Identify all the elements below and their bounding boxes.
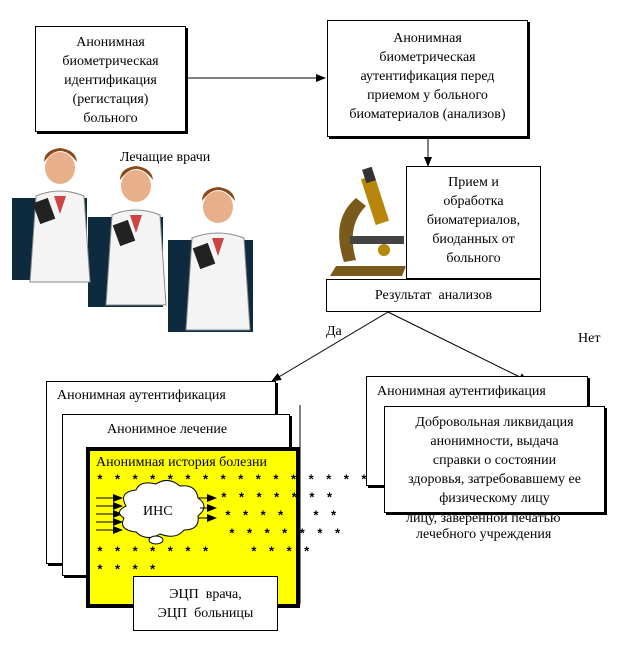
stars-row: * * * * * * * <box>220 491 335 506</box>
authentication-line: биометрическая <box>379 50 476 65</box>
treatment-title: Анонимное лечение <box>107 422 228 437</box>
yes-auth-title: Анонимная аутентификация <box>57 388 226 403</box>
liquidation-box: Добровольная ликвидация анонимности, выд… <box>384 406 605 513</box>
identification-line: (регистация) <box>72 92 149 107</box>
identification-line: Анонимная <box>76 35 145 50</box>
arrow-results-to-yes <box>271 311 389 382</box>
liquidation-line: Добровольная ликвидация <box>415 415 574 430</box>
signature-line: ЭЦП больницы <box>157 606 254 621</box>
doctor-figure <box>29 148 91 283</box>
branch-no-label: Нет <box>578 331 601 346</box>
doctor-figure <box>185 187 251 331</box>
doctors-label: Лечащие врачи <box>120 150 211 165</box>
liquidation-line: справки о состоянии <box>432 453 557 468</box>
processing-line: обработка <box>443 194 504 209</box>
authentication-line: приемом у больного <box>367 88 488 103</box>
microscope-arm <box>339 198 366 262</box>
ins-label: ИНС <box>143 504 173 519</box>
input-arrows <box>96 494 123 534</box>
processing-box: Прием и обработка биоматериалов, биоданн… <box>406 166 541 279</box>
liquidation-overflow-line: лечебного учреждения <box>416 527 552 542</box>
stars-row: * * * * * * * <box>228 527 343 542</box>
liquidation-overflow-line: лицу, заверенной печатью <box>406 511 561 526</box>
liquidation-line: физическому лицу <box>439 491 550 506</box>
microscope-eyepiece <box>362 166 376 184</box>
microscope-tube <box>360 175 390 225</box>
identification-line: больного <box>83 111 138 126</box>
history-title: Анонимная история болезни <box>96 455 267 470</box>
microscope-stage <box>350 236 404 244</box>
ins-cloud <box>119 480 205 538</box>
processing-line: биоданных от <box>432 232 515 247</box>
liquidation-line: здоровья, затребовавшему ее <box>408 472 581 487</box>
processing-line: биоматериалов, <box>426 213 521 228</box>
cloud-puff <box>148 535 164 545</box>
output-arrows <box>198 494 217 522</box>
identification-box: Анонимная биометрическая идентификация (… <box>35 26 186 132</box>
stars-row: * * * * <box>250 545 312 560</box>
stars-row: * * * * <box>96 563 158 578</box>
stars-row: * * * * * * * <box>96 545 211 560</box>
authentication-line: биоматериалов (анализов) <box>349 107 506 122</box>
authentication-line: Анонимная <box>393 31 462 46</box>
microscope-base <box>330 266 406 276</box>
authentication-line: аутентификация перед <box>360 69 495 84</box>
results-label: Результат анализов <box>374 288 493 303</box>
stars-row: * * * * * * * <box>224 509 339 524</box>
identification-line: биометрическая <box>62 54 159 69</box>
processing-line: больного <box>446 251 501 266</box>
no-auth-title: Анонимная аутентификация <box>377 384 546 399</box>
identification-line: идентификация <box>64 73 157 88</box>
signature-line: ЭЦП врача, <box>169 587 242 602</box>
processing-line: Прием и <box>448 175 499 190</box>
doctor-figure <box>105 166 167 306</box>
signature-box: ЭЦП врача, ЭЦП больницы <box>133 576 278 631</box>
stars-row: * * * * * * * * * * * * * * * * * * * * <box>96 473 440 488</box>
results-box: Результат анализов <box>326 279 541 312</box>
arrow-results-to-no <box>387 311 529 382</box>
liquidation-line: анонимности, выдача <box>430 434 559 449</box>
authentication-box: Анонимная биометрическая аутентификация … <box>327 20 528 137</box>
branch-yes-label: Да <box>326 324 342 339</box>
microscope-knob <box>378 244 390 256</box>
